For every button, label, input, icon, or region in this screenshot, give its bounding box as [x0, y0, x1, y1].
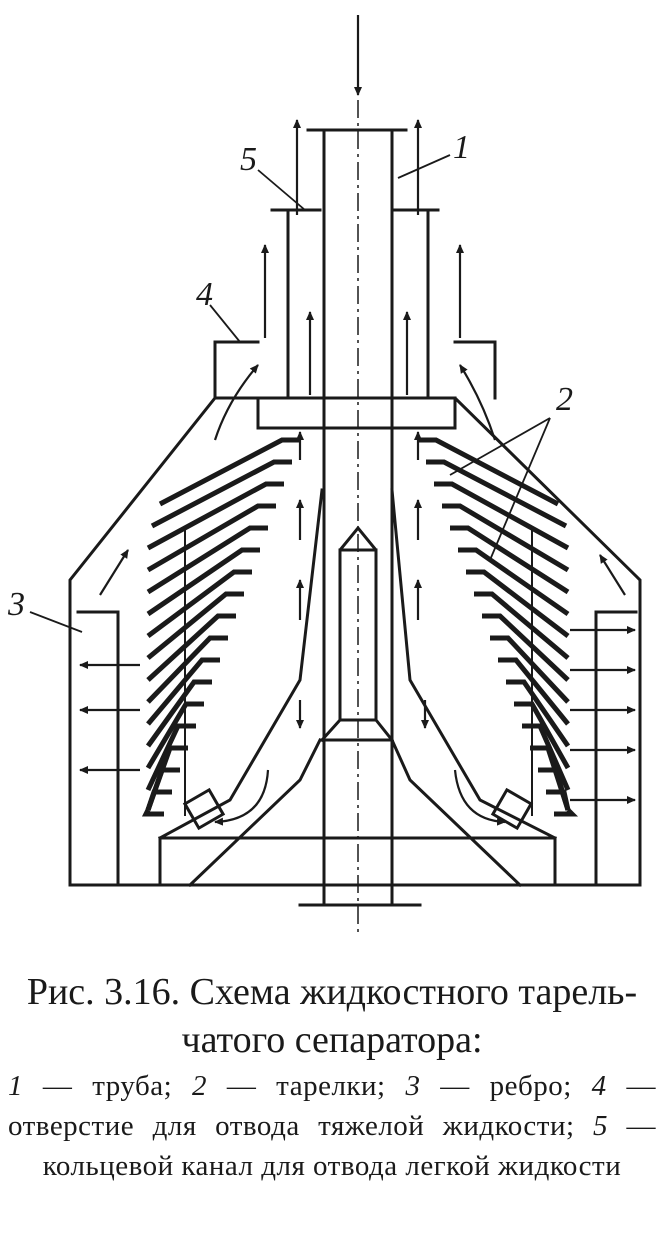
rib-left: [76, 610, 120, 887]
flow-arrow: [214, 769, 270, 826]
disc-left: [141, 808, 164, 817]
flow-arrow: [453, 769, 506, 826]
flow-arrow: [599, 554, 626, 596]
leader-2b: [489, 417, 551, 561]
leader-3: [29, 611, 83, 633]
flow-arrow: [213, 364, 259, 441]
disc-left: [146, 481, 284, 551]
outlet-collar-left: [213, 340, 260, 400]
separator-diagram: 1 5 4 2 3: [7, 15, 642, 935]
flow-arrows: [79, 15, 636, 826]
disc-left: [146, 613, 236, 682]
flow-arrow: [99, 549, 129, 596]
disc-left: [146, 591, 244, 660]
disc-left: [146, 569, 252, 639]
caption-title-line2: чатого сепаратора:: [181, 1019, 483, 1061]
disc-right: [506, 679, 571, 748]
disc-right: [482, 613, 570, 682]
disc-right: [458, 547, 570, 617]
legend-text: тарелки: [276, 1070, 378, 1102]
legend-item-2: 2 — тарелки;: [191, 1070, 406, 1102]
label-2: 2: [556, 381, 573, 418]
legend-num: 1: [8, 1070, 23, 1102]
base-box-left: [182, 787, 226, 831]
disc-stack: [141, 437, 579, 817]
disc-right: [498, 657, 570, 726]
disc-left: [150, 459, 292, 529]
disc-left: [146, 525, 268, 595]
disc-right: [418, 437, 560, 507]
figure-caption-legend: 1 — труба; 2 — тарелки; 3 — ребро; 4 — о…: [0, 1066, 664, 1186]
disc-right: [490, 635, 570, 704]
disc-left: [145, 701, 204, 770]
label-3: 3: [7, 586, 25, 623]
legend-text: отверстие для отвода тяжелой жидкости: [8, 1110, 566, 1142]
legend-item-3: 3 — ребро;: [405, 1070, 592, 1102]
disc-right: [546, 789, 571, 811]
leader-1: [397, 154, 451, 179]
legend-text: кольцевой канал для отвода легкой жидкос…: [42, 1150, 622, 1182]
disc-right: [522, 723, 571, 792]
disc-right: [442, 503, 570, 573]
disc-left: [145, 679, 212, 748]
distributor-cone: [187, 737, 523, 888]
spindle-base: [319, 718, 395, 743]
neck-block: [256, 396, 457, 430]
legend-item-4: 4 — отверстие для отвода тяжелой жидкост…: [8, 1070, 657, 1142]
rib-right: [594, 610, 638, 887]
disc-left: [146, 503, 276, 573]
holder-cone-right: [390, 488, 558, 841]
disc-left: [146, 547, 260, 617]
flow-arrow: [459, 364, 497, 441]
legend-num: 2: [191, 1070, 207, 1102]
legend-item-1: 1 — труба;: [8, 1070, 192, 1102]
disc-left: [145, 789, 172, 811]
legend-num: 4: [591, 1070, 607, 1102]
disc-right: [426, 459, 568, 529]
caption-title-line1: Рис. 3.16. Схема жидкостного тарель-: [26, 971, 638, 1013]
label-5: 5: [240, 141, 257, 178]
disc-left: [146, 635, 228, 704]
disc-left: [158, 437, 300, 507]
disc-right: [474, 591, 570, 660]
disc-left: [145, 723, 196, 792]
legend-num: 3: [405, 1070, 421, 1102]
figure-caption-title: Рис. 3.16. Схема жидкостного тарель- чат…: [0, 968, 664, 1064]
disc-right: [514, 701, 571, 770]
leader-4: [209, 304, 241, 343]
legend-text: труба: [92, 1070, 164, 1102]
disc-right: [554, 808, 579, 817]
disc-left: [146, 657, 220, 726]
disc-right: [450, 525, 570, 595]
label-4: 4: [196, 276, 213, 313]
legend-num: 5: [593, 1110, 609, 1142]
legend-text: ребро: [489, 1070, 564, 1102]
legend-item-5: 5 — кольцевой канал для отвода легкой жи…: [42, 1110, 656, 1182]
leader-2a: [449, 417, 551, 476]
label-1: 1: [453, 129, 470, 166]
disc-right: [434, 481, 570, 551]
disc-right: [466, 569, 570, 638]
outlet-collar-right: [453, 340, 497, 400]
leader-5: [257, 169, 306, 211]
